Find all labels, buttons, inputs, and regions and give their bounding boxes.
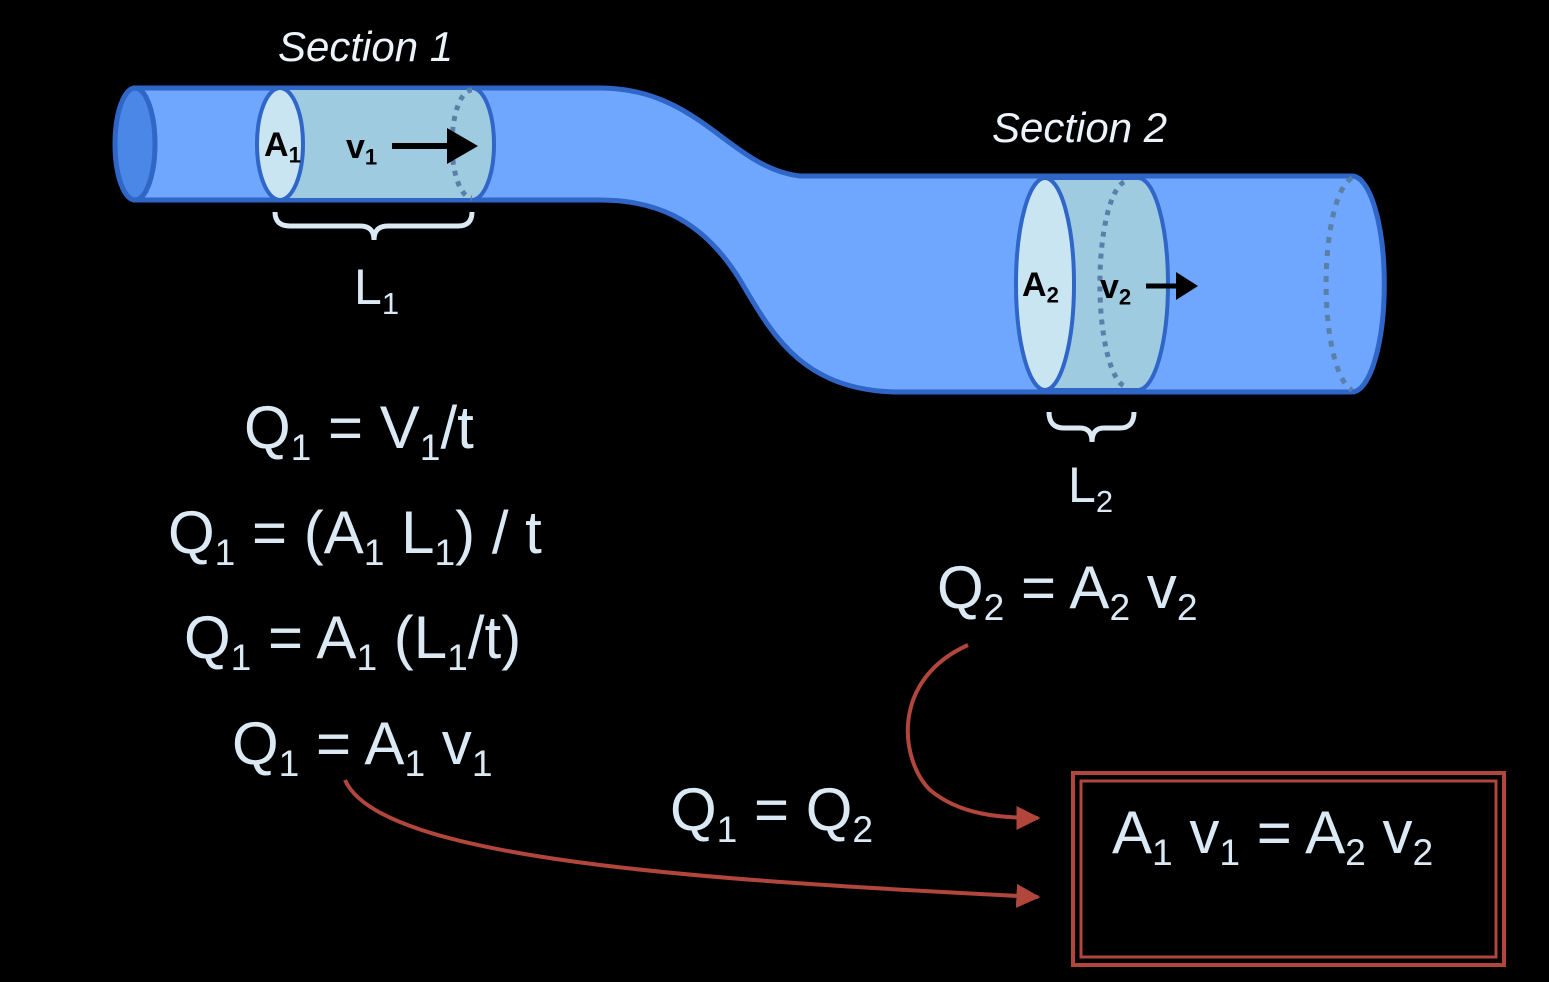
- eq-text: = (A: [235, 499, 364, 566]
- eq-text: = V: [311, 394, 420, 461]
- arrow-q2-to-result: [905, 643, 1041, 830]
- section1-slice: [255, 86, 496, 202]
- pipe-inlet-face: [112, 85, 158, 203]
- equation-q1-volume: Q1 = V1/t: [244, 398, 474, 466]
- eq-subscript: 1: [434, 530, 456, 573]
- eq-text: Q: [670, 776, 717, 843]
- eq-text: L: [384, 499, 435, 566]
- eq-text: = A: [251, 604, 357, 671]
- eq-text: A: [1112, 799, 1153, 866]
- eq-subscript: 2: [983, 585, 1005, 628]
- section2-length-brace: [1046, 411, 1137, 443]
- eq-text: /t: [440, 394, 474, 461]
- section1-area-label: A1: [264, 126, 301, 168]
- continuity-result-equation: A1 v1 = A2 v2: [1112, 803, 1433, 871]
- eq-subscript: 1: [471, 741, 493, 784]
- equation-q1-area-length: Q1 = (A1 L1) / t: [168, 503, 542, 571]
- eq-subscript: 1: [1152, 830, 1173, 873]
- section1-length-label: L1: [354, 259, 400, 321]
- section2-area-label: A2: [1022, 266, 1059, 308]
- eq-text: v: [1130, 554, 1177, 621]
- eq-subscript: 1: [290, 425, 312, 468]
- eq-subscript: 2: [1345, 830, 1366, 873]
- eq-text: = A: [1004, 554, 1110, 621]
- equation-q1-area-ratio: Q1 = A1 (L1/t): [184, 608, 521, 676]
- eq-subscript: 2: [852, 807, 874, 850]
- result-box-outer: [1071, 771, 1506, 967]
- eq-text: Q: [168, 499, 215, 566]
- eq-text: Q: [244, 394, 291, 461]
- eq-subscript: 1: [363, 530, 385, 573]
- eq-text: /t): [467, 604, 522, 671]
- eq-text: ) / t: [455, 499, 542, 566]
- eq-subscript: 1: [356, 635, 378, 678]
- eq-subscript: 2: [1109, 585, 1131, 628]
- eq-subscript: 1: [404, 741, 426, 784]
- section2-length-label: L2: [1068, 457, 1114, 519]
- eq-subscript: 1: [419, 425, 441, 468]
- eq-text: Q: [232, 710, 279, 777]
- eq-text: = Q: [737, 776, 853, 843]
- equation-q1-area-velocity: Q1 = A1 v1: [232, 714, 493, 782]
- eq-text: = A: [1240, 799, 1346, 866]
- equation-q1-equals-q2: Q1 = Q2: [670, 780, 873, 848]
- eq-subscript: 2: [1412, 830, 1434, 873]
- arrow-q1-to-result: [343, 779, 1041, 908]
- eq-text: v: [1365, 799, 1413, 866]
- section2-area-face: [1014, 176, 1076, 392]
- eq-text: Q: [184, 604, 231, 671]
- section2-title: Section 2: [992, 104, 1168, 151]
- equation-q2-area-velocity: Q2 = A2 v2: [937, 558, 1198, 626]
- eq-subscript: 1: [278, 741, 300, 784]
- eq-text: v: [425, 710, 472, 777]
- eq-subscript: 1: [214, 530, 236, 573]
- result-box-inner: [1079, 779, 1498, 959]
- eq-text: Q: [937, 554, 984, 621]
- section1-velocity-label: v1: [346, 128, 378, 170]
- eq-subscript: 1: [1219, 830, 1241, 873]
- eq-subscript: 1: [716, 807, 738, 850]
- eq-text: = A: [299, 710, 405, 777]
- eq-subscript: 1: [447, 635, 468, 678]
- section2-velocity-label: v2: [1100, 268, 1132, 310]
- eq-subscript: 1: [230, 635, 252, 678]
- section2-slice: [1014, 176, 1198, 392]
- section1-length-brace: [272, 211, 475, 241]
- section1-area-face: [255, 86, 305, 202]
- eq-subscript: 2: [1176, 585, 1198, 628]
- section1-title: Section 1: [278, 23, 454, 70]
- eq-text: (L: [377, 604, 448, 671]
- eq-text: v: [1172, 799, 1220, 866]
